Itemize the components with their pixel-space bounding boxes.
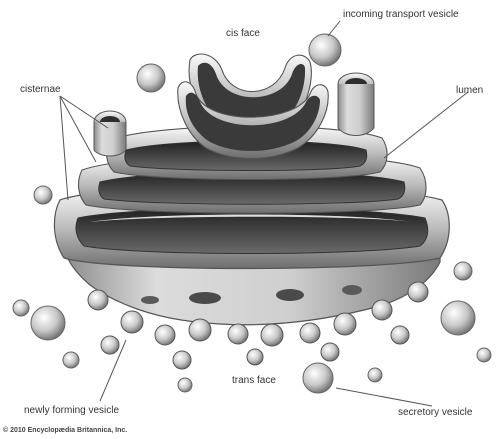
label-newly-forming-vesicle: newly forming vesicle [24,405,119,417]
label-secretory-vesicle: secretory vesicle [398,407,472,419]
label-trans-face: trans face [232,375,276,387]
secretory-vesicle [303,363,333,393]
label-cisternae: cisternae [20,84,61,96]
label-lumen: lumen [456,85,483,97]
copyright-credit: © 2010 Encyclopædia Britannica, Inc. [3,426,127,435]
label-cis-face: cis face [226,28,260,40]
label-incoming-transport-vesicle: incoming transport vesicle [343,9,459,21]
cisternae-stack [54,54,449,268]
incoming-transport-vesicle [309,34,341,66]
